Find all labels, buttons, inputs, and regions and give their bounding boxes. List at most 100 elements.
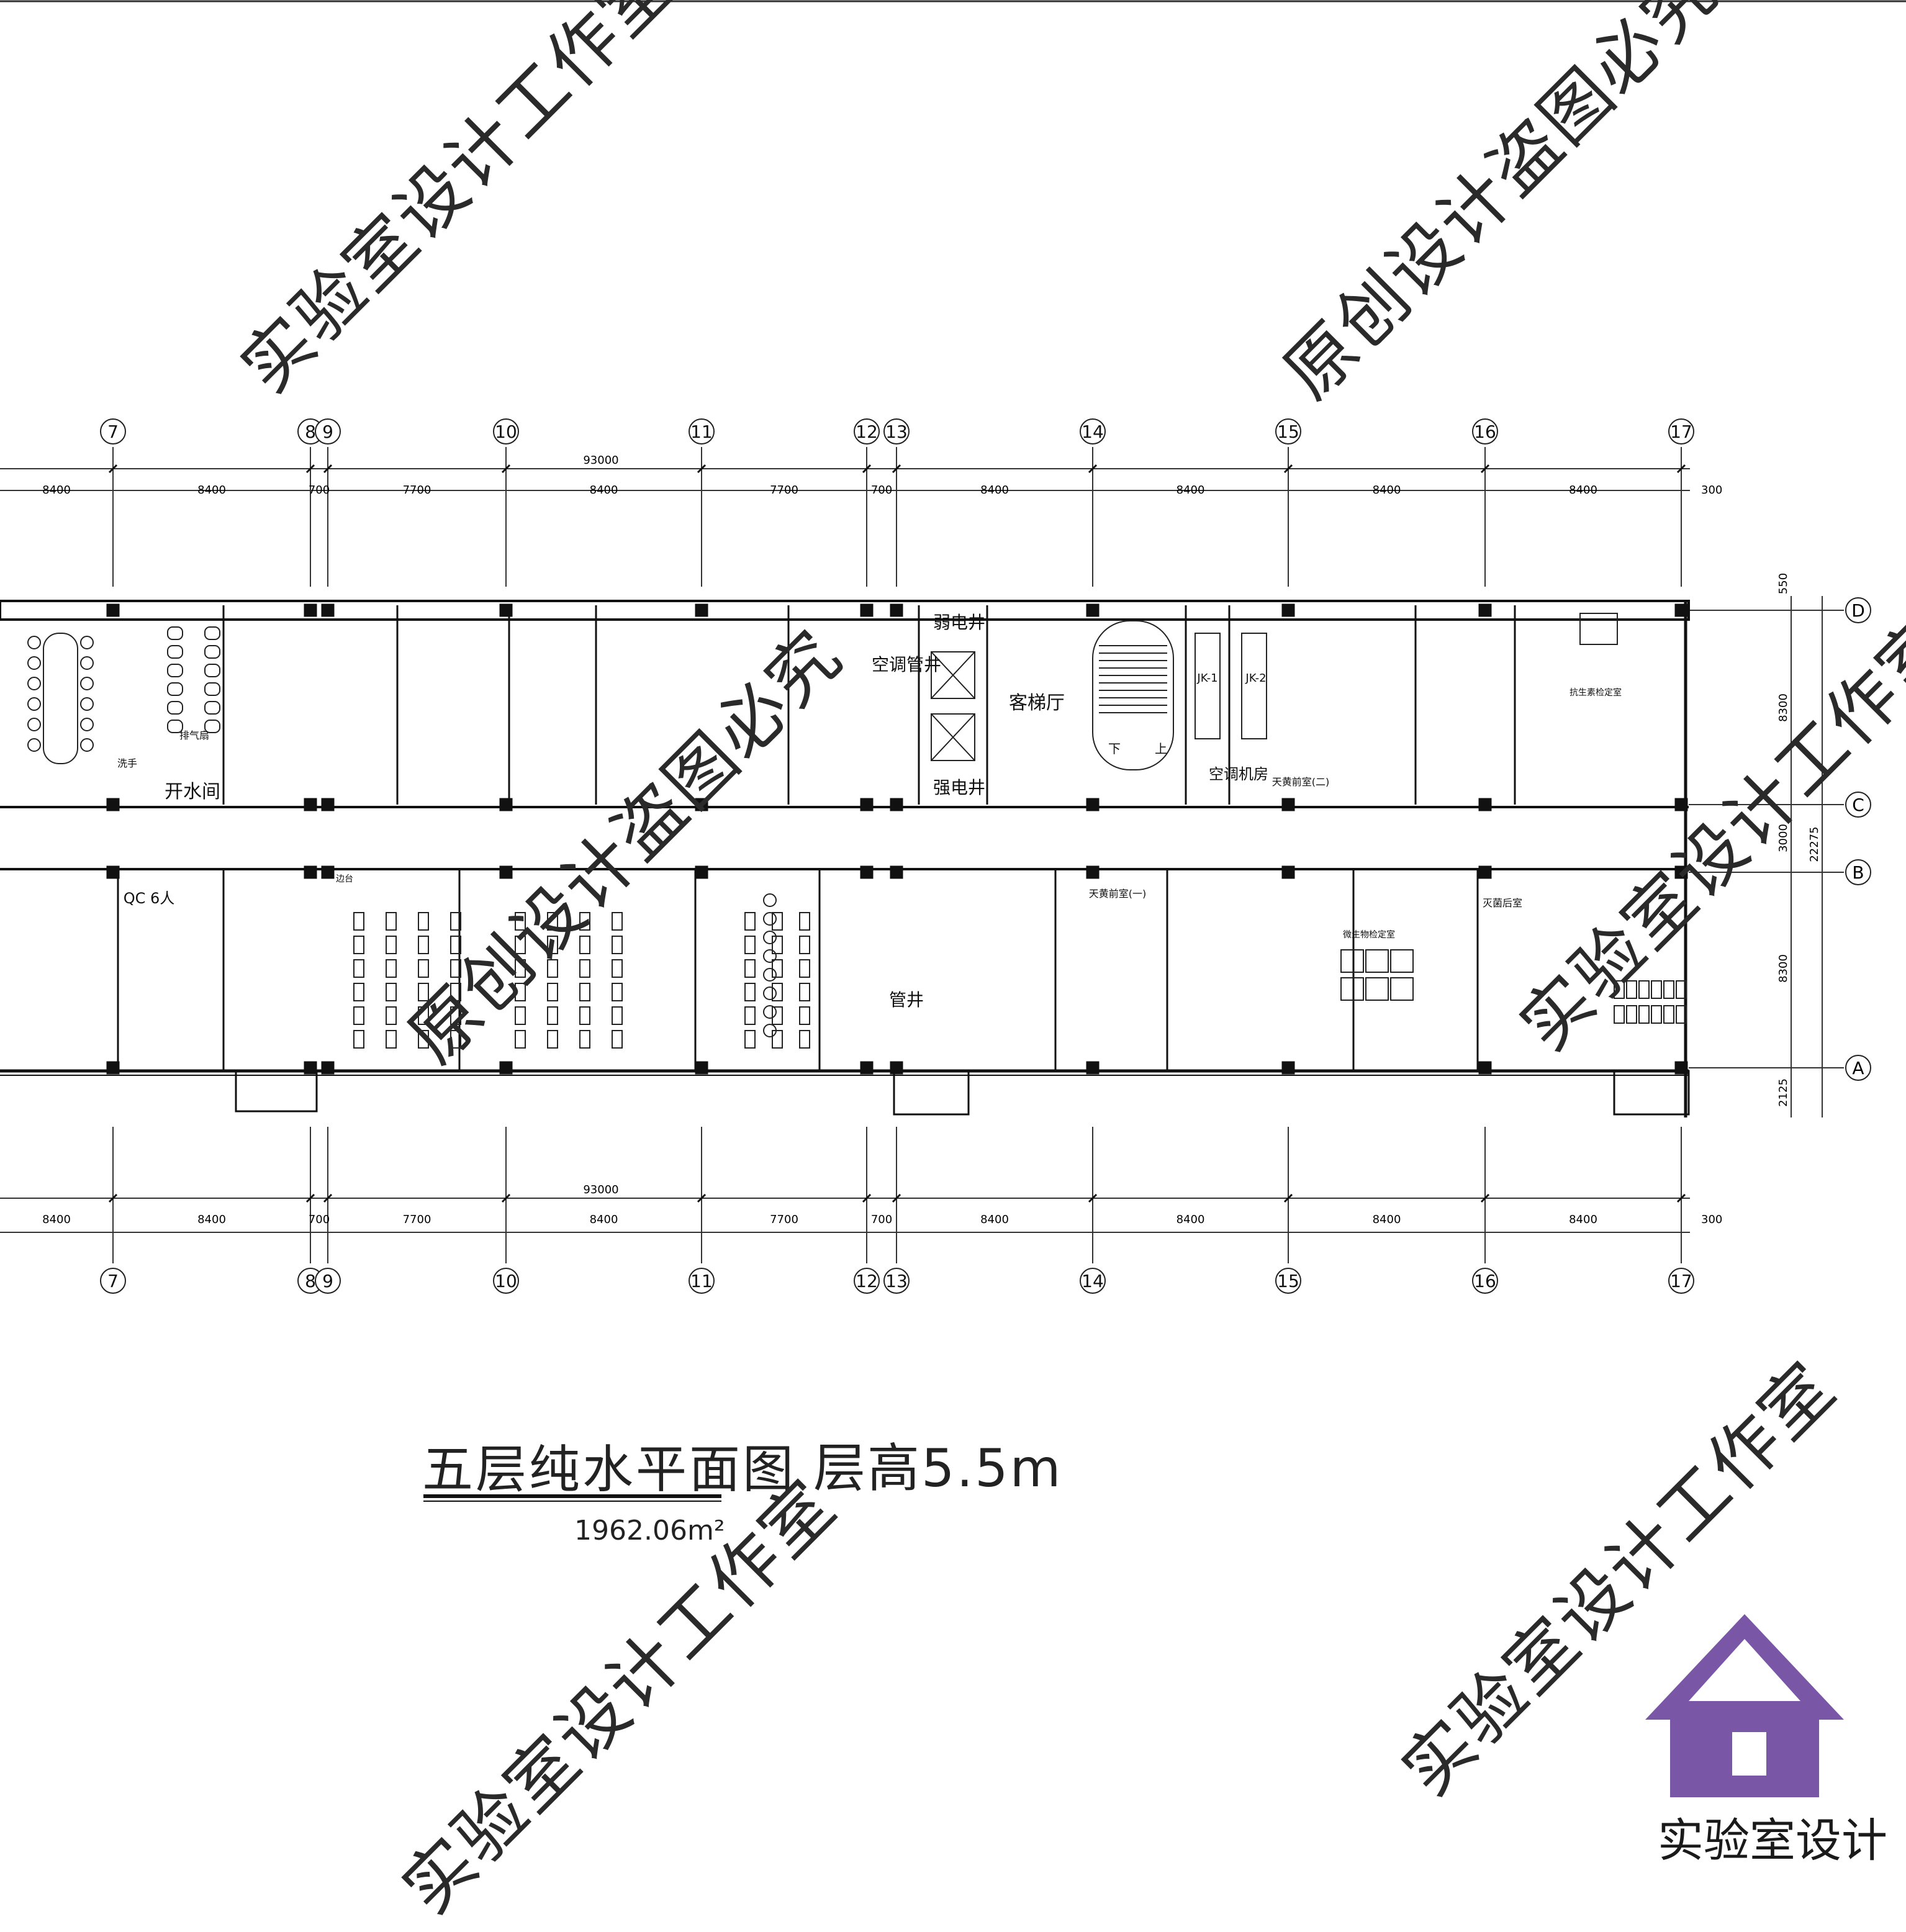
axis-bubble bbox=[1845, 792, 1871, 818]
lab-bench bbox=[1614, 1005, 1625, 1024]
column bbox=[695, 798, 708, 811]
room-label: 微生物检定室 bbox=[1343, 929, 1395, 940]
axis-bubble bbox=[493, 418, 519, 445]
title-underline-thin bbox=[423, 1501, 721, 1502]
toilet bbox=[204, 626, 220, 640]
lab-bench bbox=[547, 1006, 558, 1025]
axis-label: 14 bbox=[1082, 422, 1104, 442]
lab-bench bbox=[386, 1030, 397, 1049]
column bbox=[1478, 1061, 1492, 1075]
column bbox=[860, 603, 874, 617]
dim-value: 8400 bbox=[1569, 1213, 1597, 1226]
axis-bubble bbox=[315, 1268, 341, 1294]
conference-table bbox=[43, 633, 78, 764]
lab-bench bbox=[612, 1006, 623, 1025]
column bbox=[1478, 603, 1492, 617]
axis-label: A bbox=[1852, 1058, 1864, 1078]
lab-bench bbox=[353, 959, 364, 978]
dim-value: 8300 bbox=[1777, 954, 1790, 983]
chair bbox=[80, 656, 94, 670]
axis-bubble bbox=[1080, 418, 1106, 445]
column bbox=[1281, 798, 1295, 811]
lab-bench bbox=[450, 912, 461, 931]
chair bbox=[763, 1024, 777, 1037]
toilet bbox=[167, 682, 183, 696]
column bbox=[695, 603, 708, 617]
lab-bench bbox=[547, 1030, 558, 1049]
house-logo-icon bbox=[1645, 1614, 1844, 1797]
chair bbox=[27, 718, 41, 731]
column bbox=[1674, 798, 1688, 811]
column bbox=[1281, 865, 1295, 879]
dim-tick bbox=[1676, 1193, 1686, 1203]
dim-end: 300 bbox=[1701, 1213, 1722, 1226]
axis-label: 7 bbox=[107, 1271, 119, 1291]
lab-bench bbox=[799, 1006, 810, 1025]
dim-total: 93000 bbox=[583, 454, 618, 467]
annex bbox=[893, 1070, 970, 1116]
lab-bench bbox=[579, 959, 590, 978]
lab-bench bbox=[579, 1030, 590, 1049]
column bbox=[106, 865, 120, 879]
lab-bench bbox=[418, 912, 429, 931]
house-logo-icon bbox=[1732, 1732, 1766, 1776]
lab-bench bbox=[386, 912, 397, 931]
dim-value: 8400 bbox=[1373, 1213, 1401, 1226]
axis-bubble bbox=[1275, 1268, 1301, 1294]
dim-value: 8400 bbox=[980, 484, 1009, 497]
dim-value: 8400 bbox=[590, 484, 618, 497]
lab-bench bbox=[1663, 1005, 1674, 1024]
dim-value: 8400 bbox=[1177, 1213, 1205, 1226]
lab-bench bbox=[1676, 980, 1687, 999]
column bbox=[499, 1061, 513, 1075]
lab-bench bbox=[1626, 1005, 1637, 1024]
dim-value: 700 bbox=[309, 484, 330, 497]
axis-bubble bbox=[315, 418, 341, 445]
lab-bench bbox=[450, 983, 461, 1001]
axis-label: 12 bbox=[856, 422, 878, 442]
chair bbox=[27, 677, 41, 690]
lab-bench bbox=[418, 983, 429, 1001]
annex bbox=[235, 1070, 318, 1113]
dim-tick bbox=[108, 464, 118, 474]
dim-tick bbox=[323, 1193, 333, 1203]
grid-axes: 7788991010111112121313141415151616171793… bbox=[0, 418, 1871, 1294]
axis-label: C bbox=[1852, 795, 1864, 815]
lab-bench bbox=[799, 983, 810, 1001]
dim-tick bbox=[862, 464, 872, 474]
toilet bbox=[204, 720, 220, 733]
axis-label: 10 bbox=[495, 1271, 517, 1291]
lab-bench bbox=[515, 1030, 526, 1049]
lab-bench bbox=[515, 912, 526, 931]
drawing-title: 五层纯水平面图 bbox=[422, 1440, 797, 1499]
lab-bench bbox=[353, 1030, 364, 1049]
dim-value: 8400 bbox=[197, 1213, 226, 1226]
dim-value: 700 bbox=[309, 1213, 330, 1226]
lab-bench bbox=[450, 1030, 461, 1049]
dim-value: 8400 bbox=[1177, 484, 1205, 497]
axis-bubble bbox=[1668, 1268, 1694, 1294]
column bbox=[1086, 798, 1100, 811]
lab-bench bbox=[386, 983, 397, 1001]
dim-total: 93000 bbox=[583, 1183, 618, 1196]
toilet bbox=[204, 664, 220, 677]
room-label: 灭菌后室 bbox=[1483, 897, 1522, 909]
room-label: JK-1 bbox=[1196, 672, 1217, 685]
column bbox=[890, 798, 903, 811]
room-label: 洗手 bbox=[117, 757, 137, 769]
room-label: 空调机房 bbox=[1209, 765, 1268, 783]
column bbox=[499, 603, 513, 617]
dim-value: 7700 bbox=[770, 484, 798, 497]
elevator bbox=[931, 713, 975, 761]
toilet bbox=[167, 720, 183, 733]
chair bbox=[80, 697, 94, 711]
annex bbox=[1613, 1070, 1690, 1116]
dim-tick bbox=[1088, 1193, 1098, 1203]
axis-bubble bbox=[689, 418, 715, 445]
room-label: 下 bbox=[1108, 741, 1121, 756]
dim-tick bbox=[305, 464, 315, 474]
column bbox=[1478, 798, 1492, 811]
dim-value: 700 bbox=[871, 484, 892, 497]
dim-value: 550 bbox=[1777, 573, 1790, 594]
lab-bench bbox=[772, 983, 783, 1001]
